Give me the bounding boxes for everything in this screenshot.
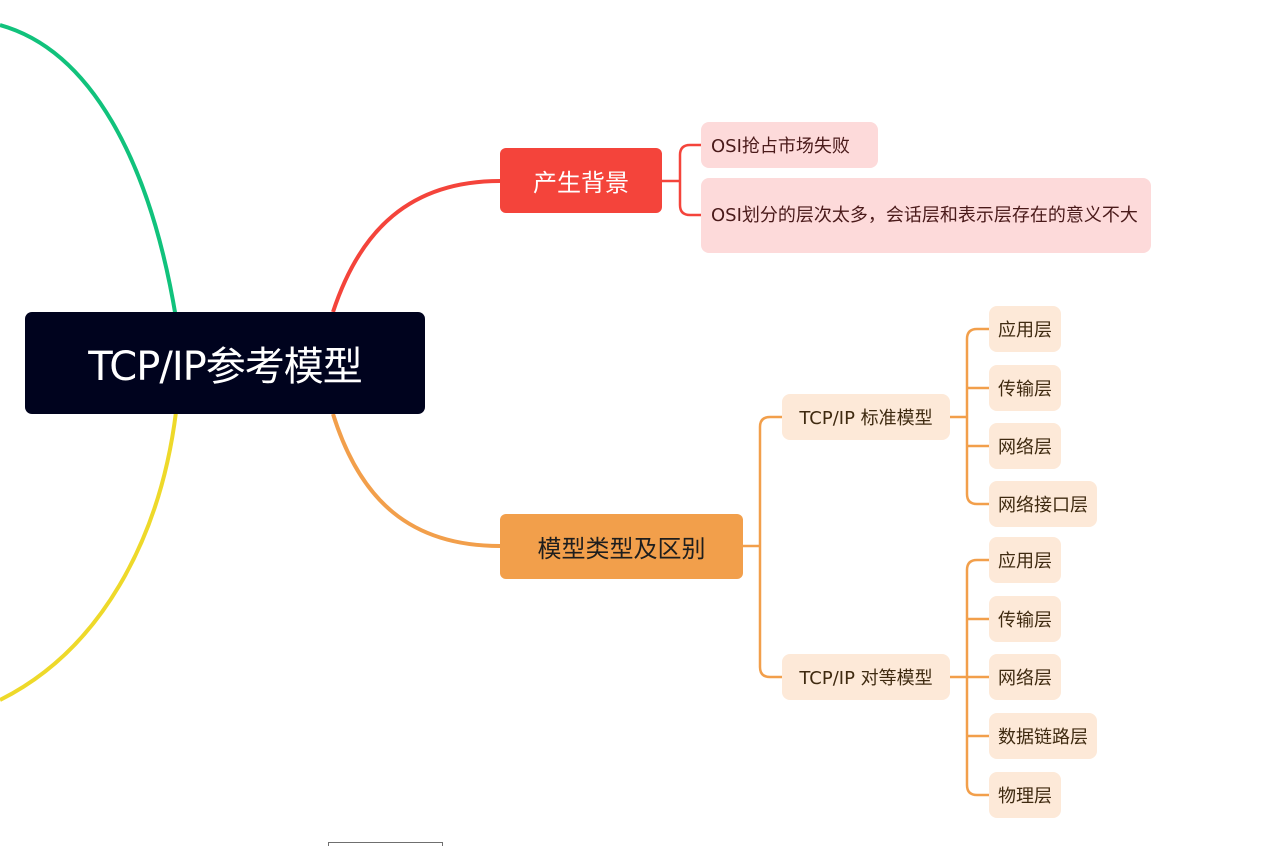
- connector-peer-layers: [950, 558, 989, 797]
- sub-peer-model[interactable]: TCP/IP 对等模型: [782, 654, 950, 700]
- layer-standard-network[interactable]: 网络层: [989, 423, 1061, 469]
- connector-offscreen-top: [0, 23, 178, 319]
- connector-root-background: [331, 179, 501, 313]
- layer-peer-data-link[interactable]: 数据链路层: [989, 713, 1097, 759]
- branch-background[interactable]: 产生背景: [500, 148, 662, 213]
- layer-peer-application[interactable]: 应用层: [989, 537, 1061, 583]
- branch-model-types[interactable]: 模型类型及区别: [500, 514, 743, 579]
- layer-peer-network[interactable]: 网络层: [989, 654, 1061, 700]
- connector-offscreen-bottom: [0, 411, 178, 702]
- canvas-edge-artifact: [328, 842, 443, 846]
- layer-standard-transport[interactable]: 传输层: [989, 365, 1061, 411]
- layer-standard-application[interactable]: 应用层: [989, 306, 1061, 352]
- root-topic[interactable]: TCP/IP参考模型: [25, 312, 425, 414]
- layer-peer-physical[interactable]: 物理层: [989, 772, 1061, 818]
- connector-root-models: [331, 413, 501, 548]
- leaf-osi-market-failure[interactable]: OSI抢占市场失败: [701, 122, 878, 168]
- connector-models-subs: [743, 415, 782, 679]
- sub-standard-model[interactable]: TCP/IP 标准模型: [782, 394, 950, 440]
- connector-background-leaves: [662, 143, 701, 217]
- leaf-osi-too-many-layers[interactable]: OSI划分的层次太多，会话层和表示层存在的意义不大: [701, 178, 1151, 253]
- layer-peer-transport[interactable]: 传输层: [989, 596, 1061, 642]
- layer-standard-network-interface[interactable]: 网络接口层: [989, 481, 1097, 527]
- connector-standard-layers: [950, 327, 989, 506]
